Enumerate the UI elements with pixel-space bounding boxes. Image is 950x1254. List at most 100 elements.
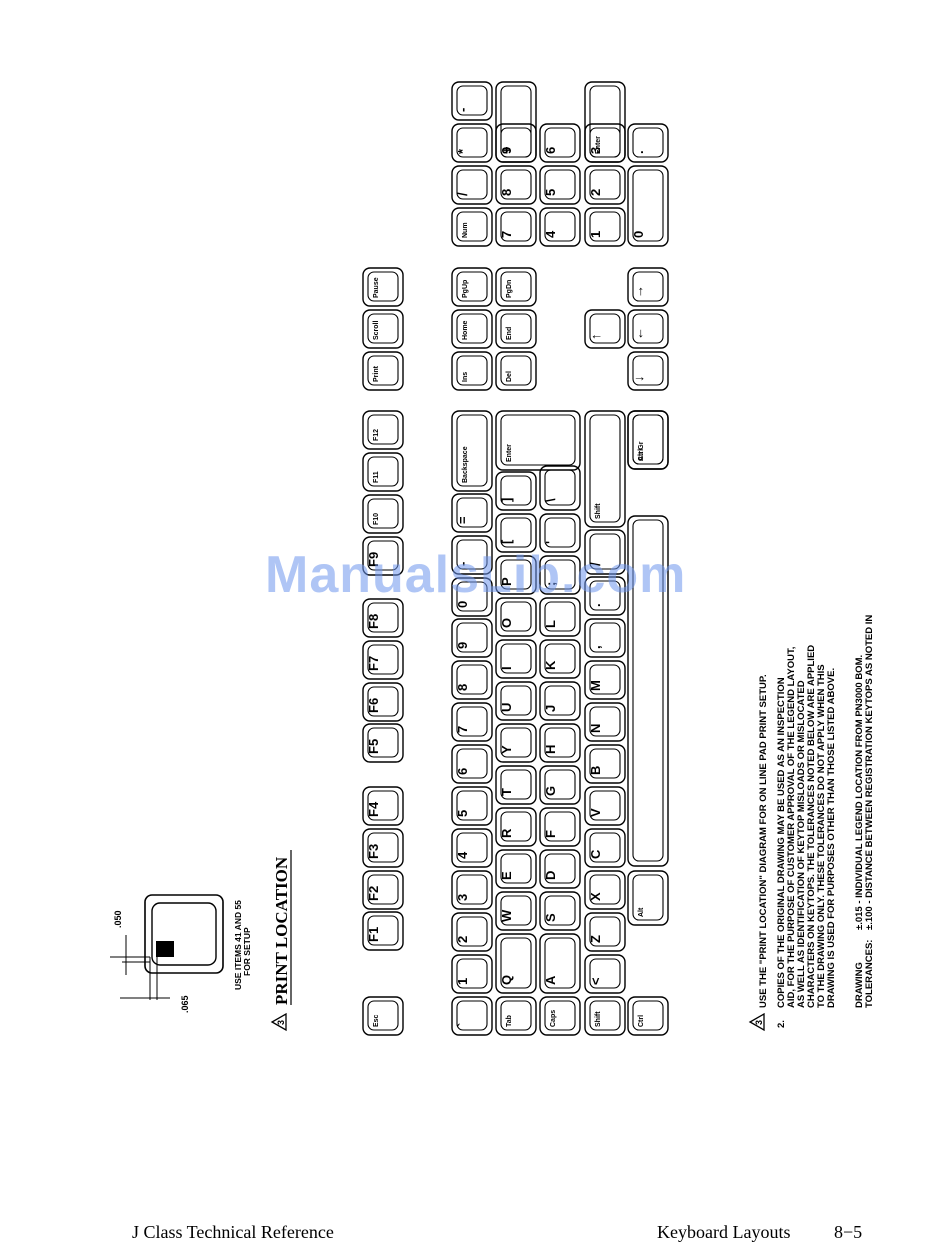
key-f-14: Scroll [362,309,404,349]
keycap-outline [584,165,626,205]
key-legend: ← [631,327,646,340]
key-legend: End [506,327,513,340]
key-legend: ↓ [631,376,646,383]
key-t-17: 7 [495,207,537,247]
key-n-18: / [451,165,493,205]
key-b-1: < [584,954,626,994]
keycap-outline [539,465,581,511]
key-n-3: 3 [451,870,493,910]
keycap-face [456,832,488,863]
key-legend: F12 [373,429,380,441]
keycap-outline [451,996,493,1036]
key-legend: H [543,745,558,754]
keycap-outline [539,765,581,805]
keycap-face [500,643,532,674]
keycap-outline [495,471,537,511]
key-b-9: , [584,618,626,658]
footer-section: Keyboard Layouts [657,1222,791,1242]
keycap-outline [451,81,493,121]
key-legend: Shift [595,1011,602,1027]
key-f-9: F9 [362,536,404,576]
keycap-outline [495,933,537,994]
keycap-outline [584,576,626,616]
tolerance-line-1: ±.015 - INDIVIDUAL LEGEND LOCATION FROM … [854,655,865,930]
key-legend: U [499,703,514,712]
key-s-9: . [627,123,669,163]
key-n-5: 5 [451,786,493,826]
key-legend: 7 [455,726,470,733]
keycap-face [589,85,621,158]
key-legend: PgUp [462,280,469,298]
svg-text:3: 3 [276,1020,286,1025]
keycap-face [500,601,532,632]
key-legend: 8 [455,684,470,691]
key-f-2: F2 [362,870,404,910]
watermark: ManualsLib.com [265,546,687,604]
key-legend: 9 [499,147,514,154]
keycap-face [544,1000,576,1031]
key-n-0: ` [451,996,493,1036]
key-legend: ` [455,1023,470,1027]
keycap-face [500,937,532,989]
keycap-outline [584,660,626,700]
keycap-face [456,497,488,528]
keycap-face [367,727,399,758]
svg-text:USE ITEMS 41 AND 55: USE ITEMS 41 AND 55 [233,900,243,990]
keycap-outline [362,410,404,450]
key-t-15: End [495,309,537,349]
key-legend: 1 [455,978,470,985]
key-b-11: / [584,529,626,575]
keycap-outline [495,765,537,805]
keycap-face [456,1000,488,1031]
key-f-15: Pause [362,267,404,307]
keycap-outline [627,996,669,1036]
key-b-15: 2 [584,165,626,205]
keycap-outline [362,682,404,722]
keycap-outline [495,513,537,553]
key-legend: 8 [499,189,514,196]
key-legend: 1 [588,231,603,238]
key-legend: F [543,830,558,838]
key-s-7: → [627,267,669,307]
keycap-outline [495,81,537,163]
keycap-outline [362,996,404,1036]
keycap-outline [451,912,493,952]
keycap-outline [451,123,493,163]
key-legend: F2 [366,886,381,901]
keycap-face [456,313,488,344]
key-legend: * [455,148,470,154]
key-h-11: ' [539,513,581,553]
keycap-outline [451,618,493,658]
keycap-outline [495,849,537,889]
keycap-face [367,1000,399,1031]
keycap-outline [451,954,493,994]
keycap-face [544,127,576,158]
dim-050: .050 [113,910,123,928]
keycap-outline [584,954,626,994]
keycap-outline [451,828,493,868]
key-legend: D [543,871,558,880]
print-location-heading-group: PRINT LOCATION [272,850,292,1005]
keycap-face [367,686,399,717]
key-legend: V [588,808,603,817]
keycap-face [500,1000,532,1031]
keycap-face [589,414,621,523]
key-n-6: 6 [451,744,493,784]
keycap-outline [495,351,537,391]
note-2-line-2: AID, FOR THE PURPOSE OF CUSTOMER APPROVA… [786,647,797,1008]
keycap-face [367,414,399,445]
key-t-12: ] [495,471,537,511]
key-n-16: PgUp [451,267,493,307]
key-t-5: T [495,765,537,805]
key-b-7: N [584,702,626,742]
key-t-6: Y [495,723,537,763]
tolerance-label-1: DRAWING [854,962,865,1008]
key-legend: 0 [631,231,646,238]
keycap-outline [584,786,626,826]
keycap-outline [539,639,581,679]
keycap-face [589,622,621,653]
key-b-3: X [584,870,626,910]
key-legend: 5 [455,810,470,817]
keycap-face [589,1000,621,1031]
